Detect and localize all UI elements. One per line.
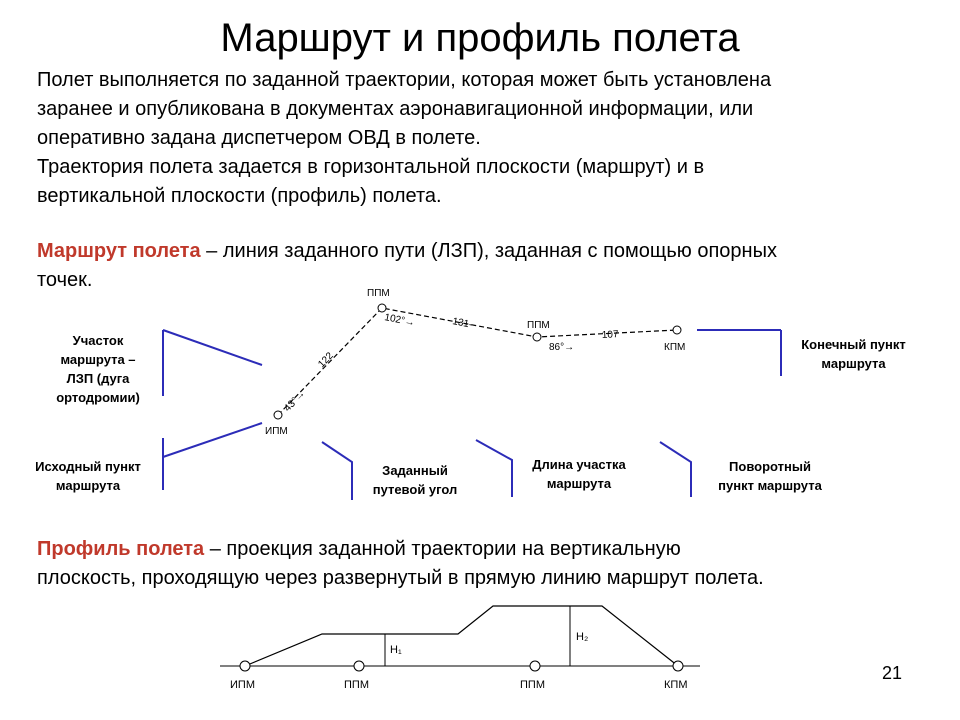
callout-line: Исходный пункт (35, 459, 141, 474)
callout-line: Конечный пункт (801, 337, 906, 352)
profile-label-ppm1: ППМ (344, 679, 369, 691)
route-definition: Маршрут полета – линия заданного пути (Л… (37, 237, 937, 295)
seg2-angle: 102°→ (383, 312, 415, 329)
profile-label-kpm: КПМ (664, 679, 687, 691)
profile-label-ppm2: ППМ (520, 679, 545, 691)
kpm-point (672, 325, 682, 335)
callout-line: Поворотный (729, 459, 811, 474)
trajectory-paragraph: Траектория полета задается в горизонталь… (37, 153, 937, 211)
callout-line: пункт маршрута (718, 478, 822, 493)
seg2-length: 131- (451, 316, 473, 331)
callout-line: Заданный (382, 463, 448, 478)
intro-line: оперативно задана диспетчером ОВД в поле… (37, 127, 481, 149)
profile-text-cont: плоскость, проходящую через развернутый … (37, 567, 764, 589)
callout-line: ортодромии) (56, 390, 140, 405)
seg1-angle: 43°→ (282, 388, 307, 414)
callout-line: путевой угол (372, 482, 458, 497)
profile-text: – проекция заданной траектории на вертик… (204, 538, 681, 560)
profile-definition: Профиль полета – проекция заданной траек… (37, 535, 937, 593)
callout-segment-label: Участок маршрута – ЛЗП (дуга ортодромии) (38, 331, 158, 407)
ppm1-label: ППМ (367, 288, 390, 299)
intro-line: Траектория полета задается в горизонталь… (37, 156, 705, 178)
ipm-point (273, 410, 283, 420)
h1-label: H₁ (390, 644, 402, 656)
h2-label: H₂ (576, 631, 588, 643)
callout-length-label: Длина участка маршрута (519, 455, 639, 493)
profile-ppm1-point (353, 660, 365, 672)
route-text: – линия заданного пути (ЛЗП), заданная с… (200, 240, 777, 262)
callout-end-label: Конечный пункт маршрута (786, 335, 921, 373)
route-term: Маршрут полета (37, 240, 201, 262)
ppm2-label: ППМ (527, 320, 550, 331)
intro-paragraph: Полет выполняется по заданной траектории… (37, 66, 937, 153)
profile-kpm-point (672, 660, 684, 672)
callout-line: маршрута (546, 476, 612, 491)
route-text-cont: точек. (37, 269, 93, 291)
callout-segment-line (162, 329, 263, 366)
profile-ipm-point (239, 660, 251, 672)
seg1-length: 122 (316, 350, 336, 370)
callout-turn-line (659, 441, 692, 497)
callout-length-line (475, 439, 513, 497)
ipm-label: ИПМ (265, 426, 288, 437)
intro-line: Полет выполняется по заданной траектории… (37, 69, 772, 91)
slide-title: Маршрут и профиль полета (220, 16, 740, 60)
callout-line: Участок (72, 333, 124, 348)
ppm2-point (532, 332, 542, 342)
profile-ppm2-point (529, 660, 541, 672)
page-number: 21 (881, 663, 902, 683)
callout-track-angle-label: Заданный путевой угол (360, 461, 470, 499)
intro-line: вертикальной плоскости (профиль) полета. (37, 185, 442, 207)
callout-line: ЛЗП (дуга (66, 371, 130, 386)
profile-line (244, 605, 679, 667)
route-line (277, 307, 678, 416)
seg3-angle: 86°→ (549, 342, 574, 353)
callout-line: маршрута – (60, 352, 136, 367)
callout-line: маршрута (821, 356, 886, 371)
callout-start-line (162, 422, 263, 458)
callout-angle-line (321, 441, 353, 500)
profile-term: Профиль полета (37, 538, 205, 560)
callout-line: маршрута (55, 478, 121, 493)
callout-line: Длина участка (532, 457, 626, 472)
ppm1-point (377, 303, 387, 313)
intro-line: заранее и опубликована в документах аэро… (37, 98, 754, 120)
kpm-label: КПМ (664, 342, 685, 353)
profile-label-ipm: ИПМ (230, 679, 255, 691)
callout-start-label: Исходный пункт маршрута (18, 457, 158, 495)
seg3-length: 107 (602, 329, 620, 341)
callout-turn-label: Поворотный пункт маршрута (700, 457, 840, 495)
